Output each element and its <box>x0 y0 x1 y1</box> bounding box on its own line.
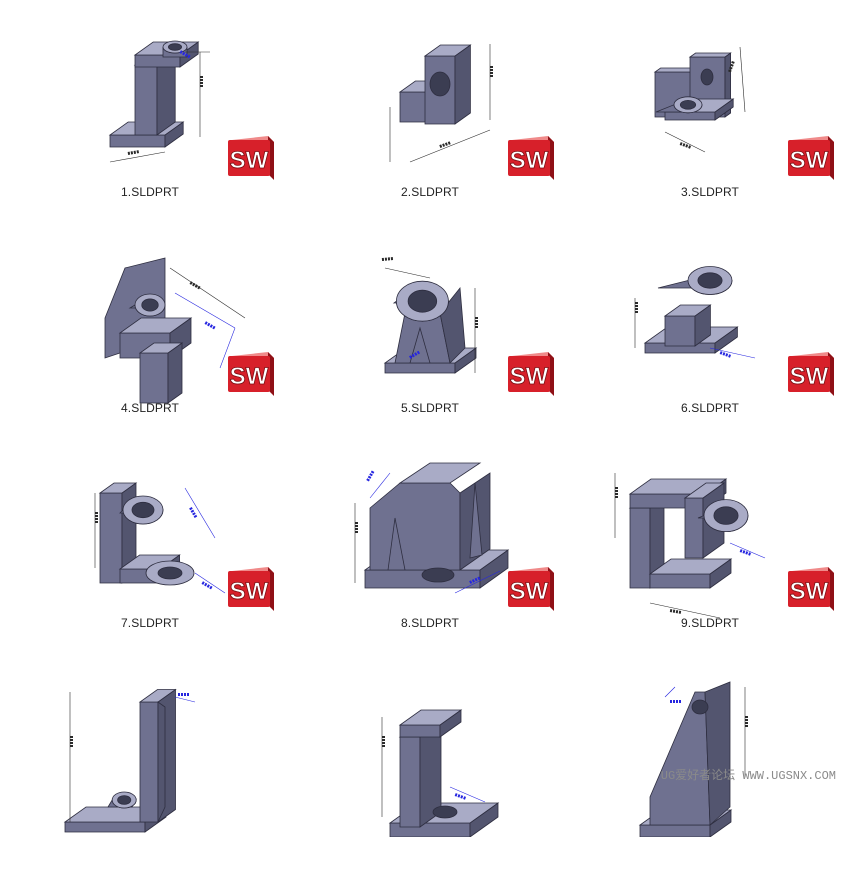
file-thumbnail[interactable] <box>10 657 290 837</box>
file-thumbnail[interactable]: SW <box>570 443 842 623</box>
solidworks-icon: SW <box>788 352 834 396</box>
svg-text:SW: SW <box>510 147 549 174</box>
part-preview <box>108 40 210 163</box>
file-name: 4.SLDPRT <box>121 401 179 415</box>
svg-text:SW: SW <box>790 363 829 390</box>
file-name: 9.SLDPRT <box>681 616 739 630</box>
part-preview <box>94 482 226 594</box>
svg-text:SW: SW <box>230 578 269 605</box>
file-item[interactable]: SW 9.SLDPRT <box>570 443 842 658</box>
file-thumbnail[interactable]: SW <box>290 12 570 192</box>
file-name: 6.SLDPRT <box>681 401 739 415</box>
part-preview <box>614 473 766 619</box>
file-name: 5.SLDPRT <box>401 401 459 415</box>
svg-text:SW: SW <box>790 147 829 174</box>
file-item[interactable]: SW 1.SLDPRT <box>10 12 290 227</box>
file-item[interactable] <box>570 657 842 872</box>
svg-text:SW: SW <box>510 363 549 390</box>
part-preview <box>638 681 748 837</box>
file-item[interactable]: SW 7.SLDPRT <box>10 443 290 658</box>
solidworks-icon: SW <box>228 136 274 180</box>
file-name: 1.SLDPRT <box>121 185 179 199</box>
solidworks-icon: SW <box>228 352 274 396</box>
file-item[interactable]: SW 2.SLDPRT <box>290 12 570 227</box>
file-item[interactable]: SW 8.SLDPRT <box>290 443 570 658</box>
file-thumbnail[interactable]: SW <box>570 12 842 192</box>
file-thumbnail[interactable] <box>290 657 570 837</box>
file-item[interactable] <box>10 657 290 872</box>
file-name: 8.SLDPRT <box>401 616 459 630</box>
part-preview <box>381 257 478 374</box>
svg-text:SW: SW <box>230 147 269 174</box>
file-thumbnail[interactable]: SW <box>10 228 290 408</box>
part-preview <box>354 462 510 594</box>
file-item[interactable]: SW 4.SLDPRT <box>10 228 290 443</box>
svg-text:SW: SW <box>510 578 549 605</box>
file-name: 3.SLDPRT <box>681 185 739 199</box>
svg-text:SW: SW <box>790 578 829 605</box>
file-item[interactable] <box>290 657 570 872</box>
file-grid: SW 1.SLDPRT SW 2.SLDPRT SW 3.SLDPRT SW 4.SLDPRT… <box>10 12 842 837</box>
file-item[interactable]: SW 3.SLDPRT <box>570 12 842 227</box>
file-thumbnail[interactable]: SW <box>10 12 290 192</box>
part-preview <box>63 688 196 833</box>
file-name: 2.SLDPRT <box>401 185 459 199</box>
file-thumbnail[interactable]: SW <box>570 228 842 408</box>
file-name: 7.SLDPRT <box>121 616 179 630</box>
file-thumbnail[interactable]: SW <box>290 443 570 623</box>
part-preview <box>634 266 756 359</box>
file-item[interactable]: SW 5.SLDPRT <box>290 228 570 443</box>
file-item[interactable]: SW 6.SLDPRT <box>570 228 842 443</box>
part-preview <box>381 709 500 837</box>
part-preview <box>653 46 746 153</box>
file-thumbnail[interactable]: SW <box>10 443 290 623</box>
solidworks-icon: SW <box>228 567 274 611</box>
file-thumbnail[interactable] <box>570 657 842 837</box>
solidworks-icon: SW <box>508 352 554 396</box>
part-preview <box>104 257 246 404</box>
part-preview <box>389 44 493 163</box>
svg-text:SW: SW <box>230 363 269 390</box>
solidworks-icon: SW <box>788 136 834 180</box>
solidworks-icon: SW <box>508 567 554 611</box>
solidworks-icon: SW <box>508 136 554 180</box>
solidworks-icon: SW <box>788 567 834 611</box>
watermark: UG爱好者论坛 WWW.UGSNX.COM <box>660 769 836 783</box>
file-thumbnail[interactable]: SW <box>290 228 570 408</box>
